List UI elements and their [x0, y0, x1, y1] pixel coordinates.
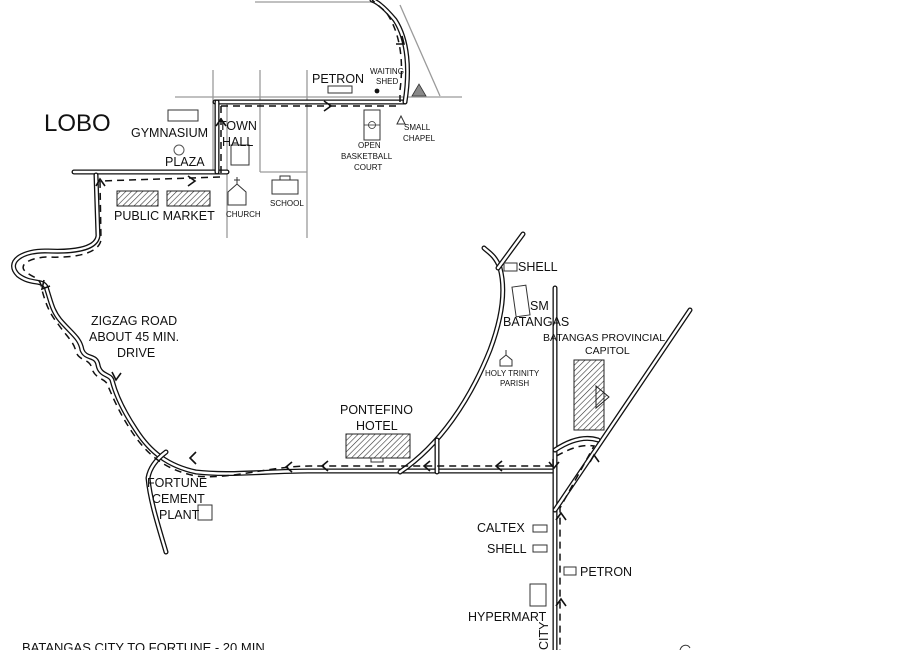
direction-arrow-icon: [95, 177, 106, 187]
sm-batangas-building: [511, 284, 531, 318]
direction-arrow-icon: [323, 100, 333, 112]
label-town-hall-1: TOWN: [219, 119, 257, 133]
label-holy-trinity-2: PARISH: [500, 379, 529, 388]
label-court-2: BASKETBALL: [341, 152, 393, 161]
direction-arrow-icon: [555, 597, 567, 607]
landmarks: [116, 83, 691, 650]
direction-arrow-icon: [422, 460, 431, 472]
label-zigzag-2: ABOUT 45 MIN.: [89, 330, 179, 344]
town-streets: [175, 1, 462, 238]
town-name: LOBO: [44, 110, 111, 137]
church-icon: [227, 177, 247, 206]
public-market-building-2: [166, 190, 211, 207]
shell-bottom-station: [532, 544, 548, 553]
school-building: [271, 179, 299, 195]
basketball-court: [363, 109, 381, 141]
direction-arrow-icon: [320, 460, 329, 472]
caltex-station: [532, 524, 548, 533]
label-pontefino-2: HOTEL: [356, 419, 398, 433]
direction-arrow-icon: [284, 461, 293, 473]
label-gymnasium: GYMNASIUM: [131, 126, 208, 140]
direction-arrow-icon: [396, 35, 406, 45]
label-capitol-2: CAPITOL: [585, 345, 630, 357]
label-public-market: PUBLIC MARKET: [114, 209, 215, 223]
direction-arrow-icon: [187, 175, 197, 187]
label-fortune-3: PLANT: [159, 508, 200, 522]
direction-arrow-icon: [411, 83, 427, 97]
direction-arrow-icon: [40, 279, 51, 291]
label-caltex: CALTEX: [477, 521, 525, 535]
direction-arrow-icon: [111, 371, 122, 382]
label-shell-top: SHELL: [518, 260, 558, 274]
hypermart-building: [529, 583, 547, 607]
petron-bottom-station: [563, 566, 577, 576]
direction-arrows: [40, 35, 600, 607]
route-path: [22, 0, 596, 650]
label-waiting-shed-1: WAITING: [370, 67, 404, 76]
label-hypermart: HYPERMART: [468, 610, 547, 624]
direction-arrow-icon: [494, 460, 503, 472]
label-shell-bottom: SHELL: [487, 542, 527, 556]
label-town-hall-2: HALL: [222, 135, 253, 149]
pontefino-hotel-building: [345, 433, 411, 459]
label-zigzag-3: DRIVE: [117, 346, 155, 360]
label-waiting-shed-2: SHED: [376, 77, 398, 86]
label-plaza: PLAZA: [165, 155, 205, 169]
label-petron-bottom: PETRON: [580, 565, 632, 579]
direction-arrow-icon: [215, 117, 227, 127]
map-labels: LOBO GYMNASIUM TOWN HALL PLAZA PETRON WA…: [22, 67, 665, 650]
public-market-building-1: [116, 190, 159, 207]
school-building-top: [279, 175, 291, 181]
petron-top-station: [327, 85, 353, 94]
label-capitol-1: BATANGAS PROVINCIAL: [543, 332, 665, 344]
label-small-chapel-1: SMALL: [404, 123, 431, 132]
label-school: SCHOOL: [270, 199, 304, 208]
church-icon: [499, 350, 513, 367]
label-petron-top: PETRON: [312, 72, 364, 86]
direction-arrow-icon: [589, 453, 600, 463]
footer-caption: BATANGAS CITY TO FORTUNE - 20 MIN: [22, 640, 265, 650]
label-sm-2: BATANGAS: [503, 315, 569, 329]
label-city-partial: CITY: [537, 621, 551, 650]
plaza-marker: [173, 144, 185, 156]
label-pontefino-1: PONTEFINO: [340, 403, 413, 417]
partial-road-mark: [679, 644, 691, 650]
waiting-shed-dot: [374, 88, 380, 94]
shell-top-station: [503, 262, 518, 272]
chapel-icon: [396, 114, 406, 125]
main-roads: [11, 0, 693, 650]
fortune-plant-building: [197, 504, 213, 521]
town-hall-building: [230, 144, 250, 166]
direction-arrow-icon: [555, 511, 567, 521]
direction-arrow-icon: [548, 461, 560, 470]
direction-arrow-icon: [188, 451, 197, 465]
pontefino-hotel-base: [370, 457, 384, 463]
gymnasium-building: [167, 109, 199, 122]
label-small-chapel-2: CHAPEL: [403, 134, 436, 143]
label-church: CHURCH: [226, 210, 261, 219]
label-zigzag-1: ZIGZAG ROAD: [91, 314, 177, 328]
label-holy-trinity-1: HOLY TRINITY: [485, 369, 540, 378]
label-court-1: OPEN: [358, 141, 381, 150]
label-fortune-2: CEMENT: [152, 492, 205, 506]
capitol-building: [573, 359, 610, 431]
label-court-3: COURT: [354, 163, 382, 172]
label-fortune-1: FORTUNE: [147, 476, 207, 490]
label-sm-1: SM: [530, 299, 549, 313]
